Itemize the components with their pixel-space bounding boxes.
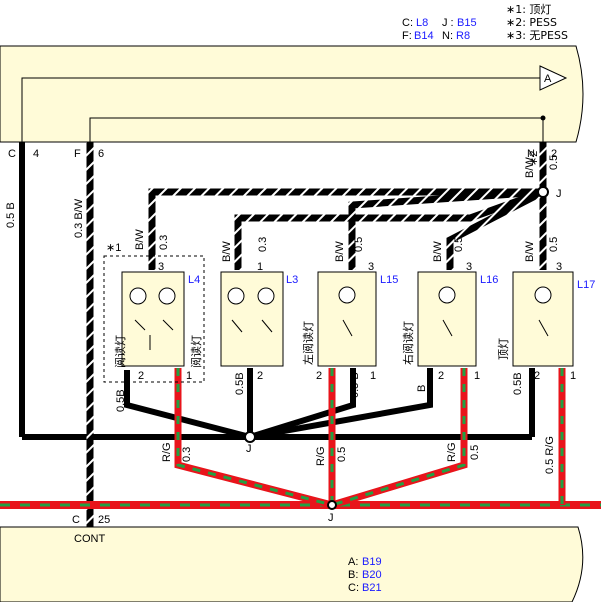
l15-left-wire: R/G: [315, 446, 327, 466]
legend-n-value: R8: [456, 30, 470, 42]
l16-pin-right: 1: [474, 370, 480, 382]
l4-label-right: 阅读灯: [189, 335, 203, 368]
l4-pin-top: 3: [158, 261, 164, 273]
pin-c-num: 4: [33, 148, 39, 160]
l16-pin-left: 2: [438, 370, 444, 382]
footer-b-label: B:: [348, 569, 358, 581]
junction-top-label: J: [556, 188, 562, 200]
l15-right-wire: 0.5 B: [349, 372, 361, 398]
l16-top-size: 0.5: [453, 237, 465, 252]
l15-pin-left: 2: [316, 370, 322, 382]
l17-top-size: 0.5: [548, 237, 560, 252]
lamp-l16: [417, 271, 477, 367]
footer-a-label: A:: [348, 556, 358, 568]
bottom-cont: CONT: [74, 533, 105, 545]
pin-c-conn: C: [8, 148, 16, 160]
arrow-a-label: A: [544, 73, 552, 85]
l17-pin-top: 3: [556, 261, 562, 273]
lamp-l4: [103, 255, 205, 383]
legend-c-value: L8: [416, 17, 428, 29]
wire-label-main-b: 0.5 B: [5, 202, 17, 228]
lamp-l17: [512, 271, 574, 367]
legend-f-label: F:: [402, 30, 412, 42]
l3-pin-right: 2: [257, 370, 263, 382]
pin-n-conn: N: [527, 148, 535, 160]
lamp-l15: [317, 271, 377, 367]
l15-top-wire: B/W: [334, 241, 346, 262]
star1-label: ∗1: [106, 242, 121, 254]
rg-wires: [0, 368, 601, 510]
lamp-l4-id: L4: [188, 274, 200, 286]
pin-f-num: 6: [98, 148, 104, 160]
pin-n-star: ∗2: [528, 151, 540, 166]
l4-right-size: 0.3: [181, 447, 193, 462]
footer-b-value: B20: [362, 569, 382, 581]
footer-legend: A: B19 B: B20 C: B21: [348, 556, 382, 594]
note-2: ∗2: PESS: [506, 16, 557, 29]
header-legend: C: L8 J : B15 F: B14 N: R8 ∗1: 顶灯 ∗2: PE…: [402, 3, 568, 42]
junction-bottom-rg-label: J: [328, 512, 334, 524]
legend-j-label: J :: [442, 17, 454, 29]
l16-right-size: 0.5: [469, 445, 481, 460]
wire-label-n-bw: B/W: [524, 157, 536, 178]
l17-right-wire: 0.5 R/G: [544, 436, 556, 474]
l3-pin-top: 1: [257, 261, 263, 273]
l17-pin-left: 2: [534, 370, 540, 382]
legend-f-value: B14: [414, 30, 434, 42]
top-connector-block: A: [0, 45, 584, 143]
l15-top-size: 0.5: [353, 237, 365, 252]
lamp-l16-id: L16: [480, 274, 498, 286]
l4-pin-right: 1: [186, 370, 192, 382]
lamp-l3: [220, 271, 284, 367]
l16-right-wire: R/G: [446, 442, 458, 462]
footer-c-value: B21: [362, 582, 382, 594]
l17-top-wire: B/W: [524, 241, 536, 262]
l15-pin-top: 3: [368, 261, 374, 273]
l4-right-wire: R/G: [161, 442, 173, 462]
l3-top-wire: B/W: [221, 241, 233, 262]
l16-pin-top: 3: [466, 261, 472, 273]
wire-label-n-size: 0.5: [548, 155, 560, 170]
note-3: ∗3: 无PESS: [506, 29, 568, 42]
arrow-a-icon: [539, 65, 568, 91]
l4-top-wire: B/W: [134, 229, 146, 250]
l16-left-wire: B: [416, 385, 428, 392]
legend-n-label: N:: [442, 30, 453, 42]
footer-a-value: B19: [362, 556, 382, 568]
bw-wires: [86, 142, 549, 527]
lamp-l17-id: L17: [577, 279, 595, 291]
l4-left-wire: 0.5B: [115, 389, 127, 412]
bottom-c-num: 25: [98, 514, 110, 526]
lamp-l15-id: L15: [380, 274, 398, 286]
l17-pin-right: 1: [570, 370, 576, 382]
junction-bottom-b-label: J: [246, 443, 252, 455]
note-1: ∗1: 顶灯: [506, 3, 551, 16]
l15-label-left: 左阅读灯: [301, 321, 315, 365]
l4-label-left: 阅读灯: [113, 335, 127, 368]
legend-c-label: C:: [402, 17, 413, 29]
l16-top-wire: B/W: [432, 241, 444, 262]
l3-top-size: 0.3: [257, 237, 269, 252]
l4-pin-left: 2: [138, 370, 144, 382]
l17-label-left: 顶灯: [497, 338, 510, 360]
junction-j-rg: [327, 500, 337, 510]
l16-label-left: 右阅读灯: [401, 321, 415, 365]
pin-f-conn: F: [74, 148, 81, 160]
junction-j-bottom: [244, 431, 256, 443]
lamp-l3-id: L3: [286, 274, 298, 286]
l15-pin-right: 1: [370, 370, 376, 382]
pin-n-num: 2: [551, 148, 557, 160]
l4-top-size: 0.3: [158, 235, 170, 250]
bottom-c-conn: C: [72, 514, 80, 526]
footer-c-label: C:: [348, 582, 359, 594]
l3-left-wire: 0.5B: [234, 372, 246, 395]
wire-label-f-bw: 0.3 B/W: [73, 198, 85, 238]
l17-left-wire: 0.5B: [512, 372, 524, 395]
legend-j-value: B15: [457, 17, 477, 29]
l15-left-size: 0.5: [336, 447, 348, 462]
junction-j-top: [537, 186, 549, 198]
